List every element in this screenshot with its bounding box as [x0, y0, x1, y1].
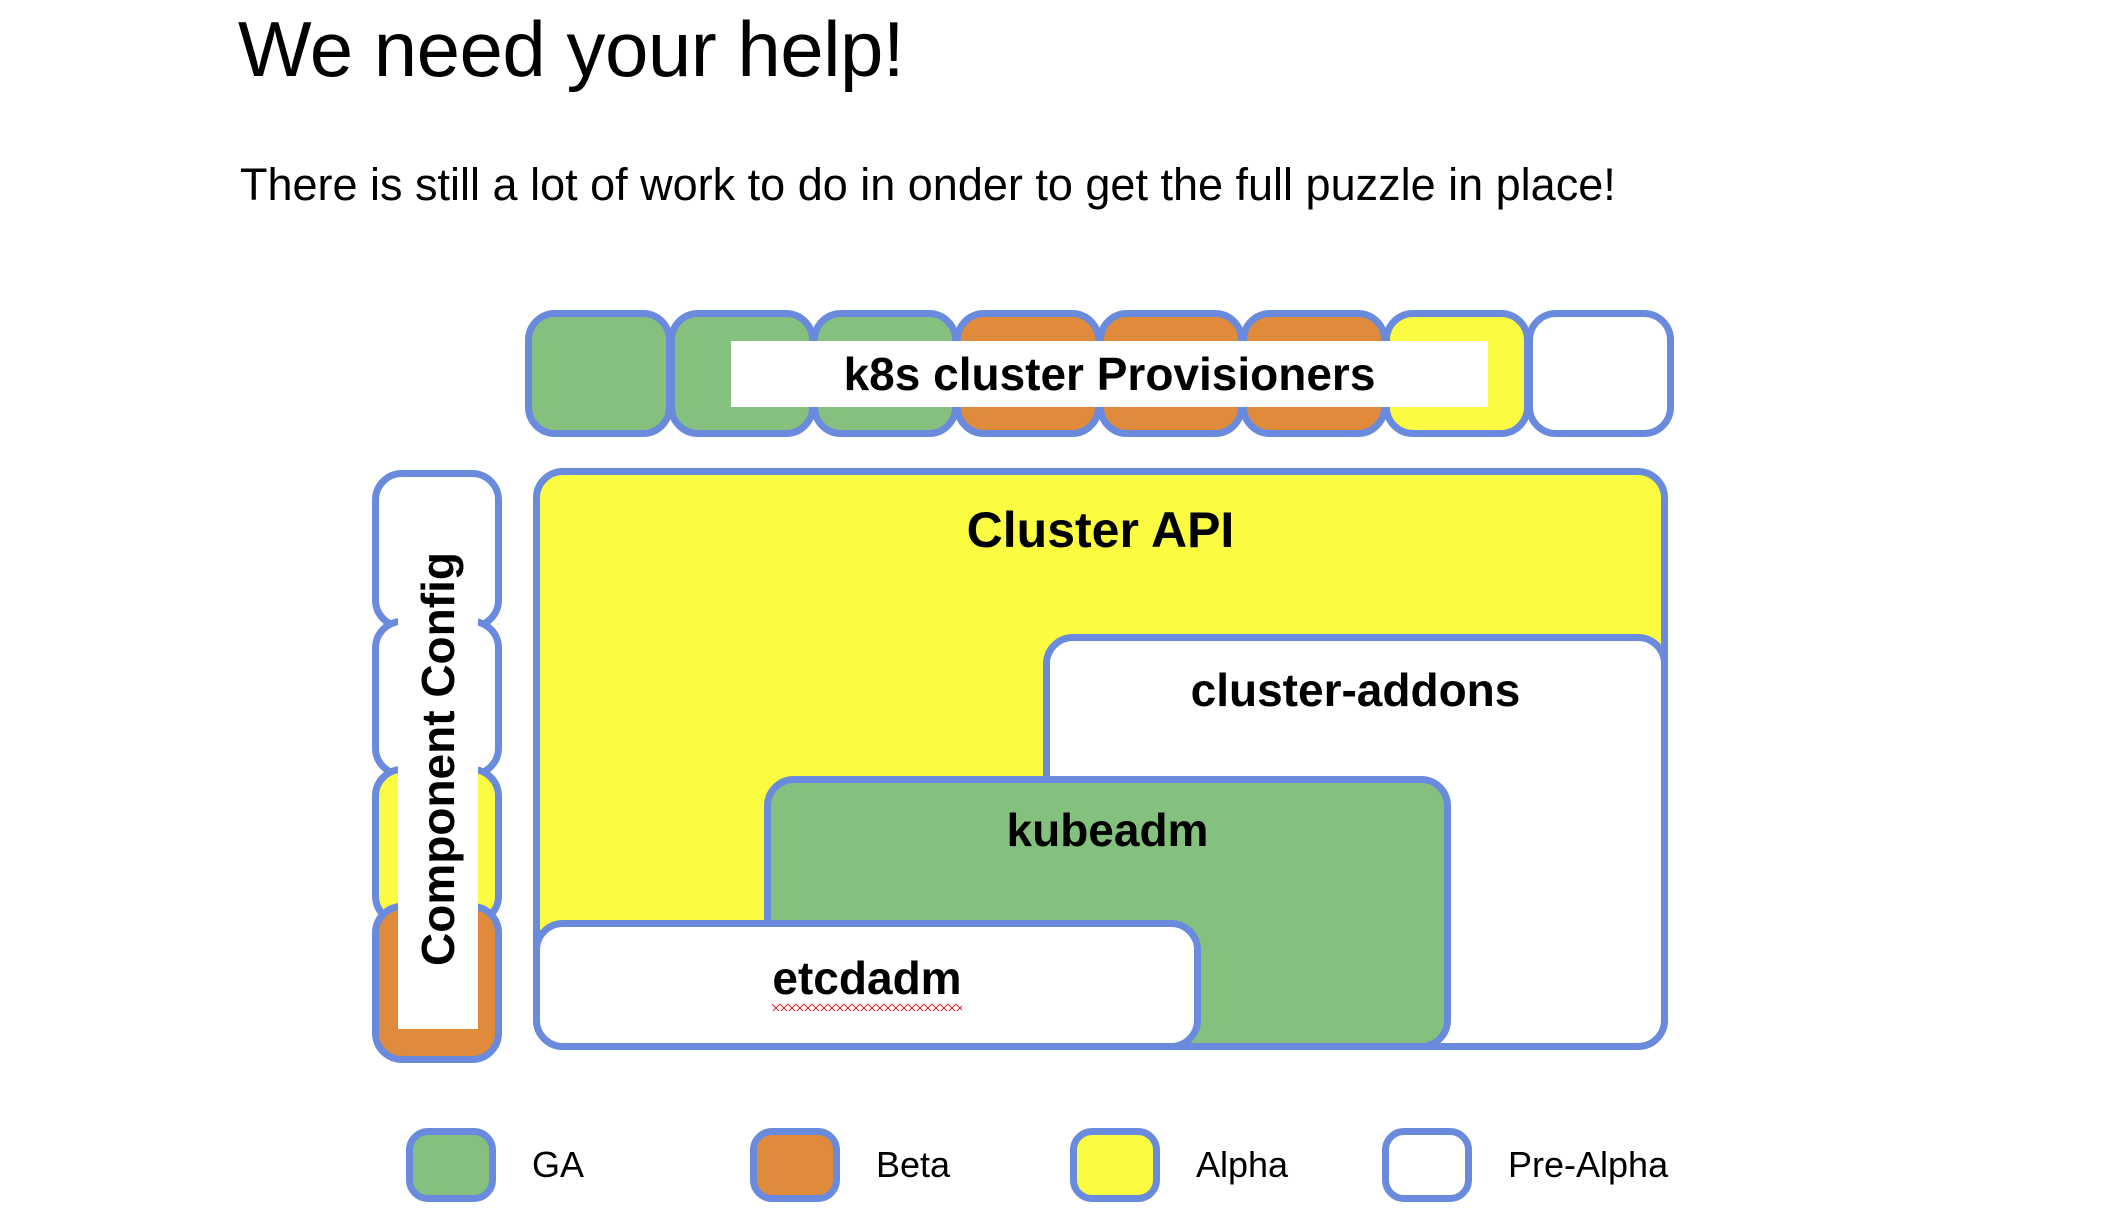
page-subtitle: There is still a lot of work to do in on…: [240, 159, 1616, 210]
legend-swatch-beta: [750, 1128, 840, 1202]
provisioner-cell-8: [1526, 310, 1674, 437]
etcdadm-label: etcdadm: [772, 951, 962, 1011]
cluster-api-label: Cluster API: [966, 502, 1235, 558]
kubeadm-label: kubeadm: [1006, 804, 1209, 856]
legend-label-pre-alpha: Pre-Alpha: [1508, 1144, 1669, 1185]
legend-swatch-alpha: [1070, 1128, 1160, 1202]
etcdadm-label-wrapper: etcdadm: [540, 951, 1194, 1011]
component-config-label: Component Config: [398, 489, 478, 1029]
component-config-label-text: Component Config: [412, 552, 465, 966]
legend-item-alpha: Alpha: [1070, 1126, 1288, 1204]
legend-label-ga: GA: [532, 1144, 585, 1185]
legend-swatch-pre-alpha: [1382, 1128, 1472, 1202]
cluster-addons-label: cluster-addons: [1190, 664, 1521, 716]
legend-item-beta: Beta: [750, 1126, 950, 1204]
legend-item-pre-alpha: Pre-Alpha: [1382, 1126, 1668, 1204]
provisioners-label: k8s cluster Provisioners: [731, 341, 1488, 407]
legend-label-beta: Beta: [876, 1144, 951, 1185]
legend-swatch-ga: [406, 1128, 496, 1202]
legend-label-alpha: Alpha: [1196, 1144, 1289, 1185]
page-title: We need your help!: [238, 5, 905, 93]
legend-item-ga: GA: [406, 1126, 584, 1204]
provisioner-cell-1: [525, 310, 673, 437]
etcdadm-box: etcdadm: [533, 920, 1201, 1050]
